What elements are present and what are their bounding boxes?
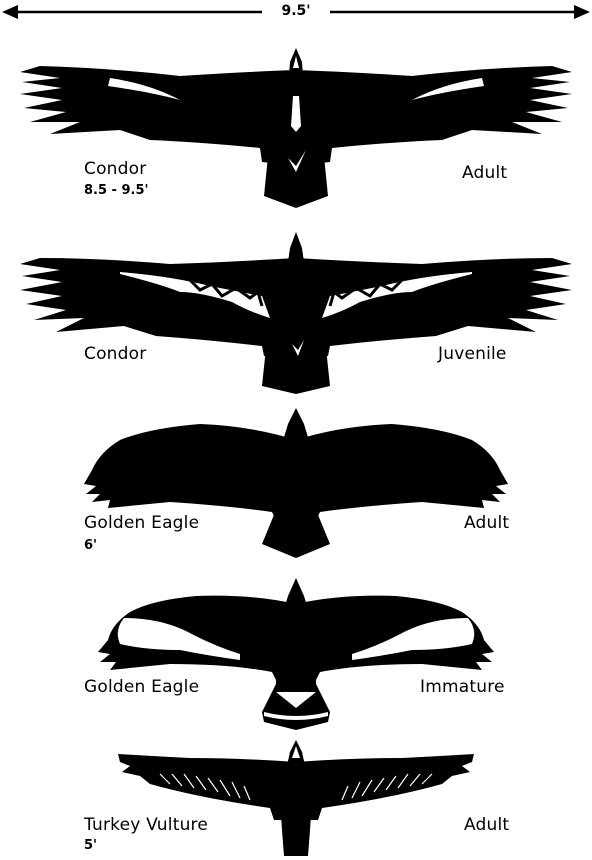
age-turkey-vulture-adult: Adult (464, 816, 509, 835)
bird-name-condor-adult: Condor (84, 160, 146, 179)
wingspan-golden-eagle: 6' (84, 538, 97, 553)
age-golden-eagle-immature: Immature (420, 678, 505, 697)
bird-name-turkey-vulture-adult: Turkey Vulture (84, 816, 208, 835)
wingspan-condor: 8.5 - 9.5' (84, 183, 149, 198)
scale-bar-right-arrow (574, 5, 590, 19)
scale-bar-left-arrow (2, 5, 18, 19)
condor-juvenile-silhouette (20, 232, 572, 394)
wingspan-turkey-vulture: 5' (84, 838, 97, 853)
golden-eagle-adult-silhouette (84, 408, 508, 558)
age-golden-eagle-adult: Adult (464, 514, 509, 533)
golden-eagle-immature-silhouette (98, 578, 494, 730)
bird-name-condor-juvenile: Condor (84, 345, 146, 364)
scale-bar-label: 9.5' (268, 3, 324, 19)
bird-name-golden-eagle-adult: Golden Eagle (84, 514, 199, 533)
age-condor-juvenile: Juvenile (438, 345, 507, 364)
age-condor-adult: Adult (462, 164, 507, 183)
turkey-vulture-adult-silhouette (118, 740, 474, 856)
bird-name-golden-eagle-immature: Golden Eagle (84, 678, 199, 697)
